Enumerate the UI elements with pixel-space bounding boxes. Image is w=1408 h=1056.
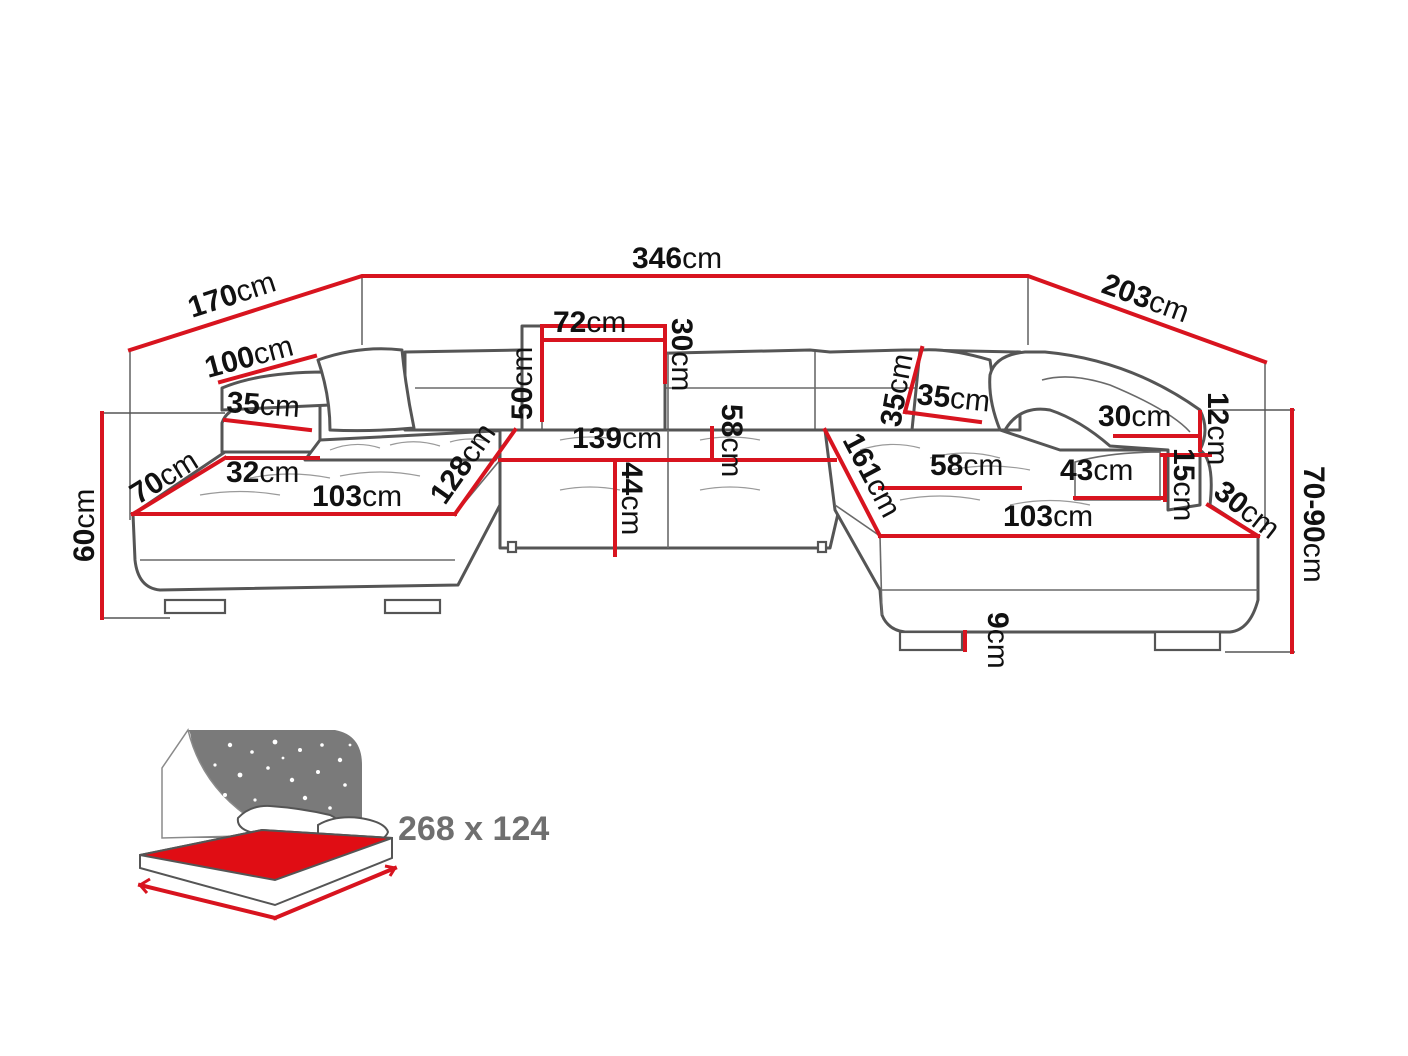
label-headrest-width: 72cm (553, 306, 626, 339)
bed-icon (137, 728, 398, 921)
middle-leg-left (506, 540, 518, 554)
label-left-arm-seat: 32cm (226, 456, 299, 489)
label-seat-height: 44cm (615, 462, 648, 535)
right-leg-2 (1153, 630, 1222, 652)
label-back-height: 50cm (506, 347, 539, 420)
label-middle-seat-width: 139cm (572, 422, 662, 455)
dim-line-30-right (1205, 502, 1261, 539)
sofa-drawing (131, 324, 1260, 652)
dim-line-35-right-v (902, 345, 925, 415)
dim-line-70 (130, 455, 228, 517)
label-left-seat-width: 103cm (312, 480, 402, 513)
label-right-back-width: 35cm (915, 378, 991, 418)
label-left-armrest-height: 35cm (226, 386, 301, 424)
label-right-armrest-depth: 43cm (1060, 454, 1133, 487)
label-right-seat-depth: 58cm (930, 449, 1003, 482)
bed-surface (139, 828, 393, 882)
label-headrest-height: 30cm (665, 318, 698, 391)
middle-leg-right (816, 540, 828, 554)
dim-line-161 (822, 427, 883, 539)
right-leg-1 (898, 630, 964, 652)
dim-line-35-right-h (902, 409, 983, 425)
extension-lines (102, 276, 1295, 653)
label-right-total-height: 70-90cm (1297, 466, 1330, 583)
left-leg-1 (163, 598, 227, 615)
label-overall-height: 60cm (68, 489, 101, 562)
middle-seat (498, 428, 842, 550)
dim-line-72-30 (540, 324, 667, 422)
label-right-armrest-side: 15cm (1167, 448, 1200, 521)
label-right-armrest-height: 12cm (1201, 392, 1234, 465)
dim-line-100 (217, 353, 318, 385)
left-leg-2 (383, 598, 442, 615)
dim-line-35 (222, 417, 313, 433)
label-total-width: 346cm (632, 242, 722, 275)
label-leg-height: 9cm (981, 612, 1014, 669)
dimension-lines (100, 274, 1294, 654)
stars-icon (173, 739, 352, 817)
bed-size-label: 268 x 124 (398, 810, 549, 848)
dim-line-128 (452, 427, 518, 517)
left-pillow (316, 347, 416, 433)
top-outline-line (127, 274, 1268, 365)
label-right-armrest-top: 30cm (1098, 400, 1171, 433)
label-right-back-height: 35cm (874, 351, 919, 429)
label-right-seat-width: 103cm (1003, 500, 1093, 533)
label-middle-seat-depth: 58cm (715, 404, 748, 477)
right-chaise (823, 428, 1260, 634)
